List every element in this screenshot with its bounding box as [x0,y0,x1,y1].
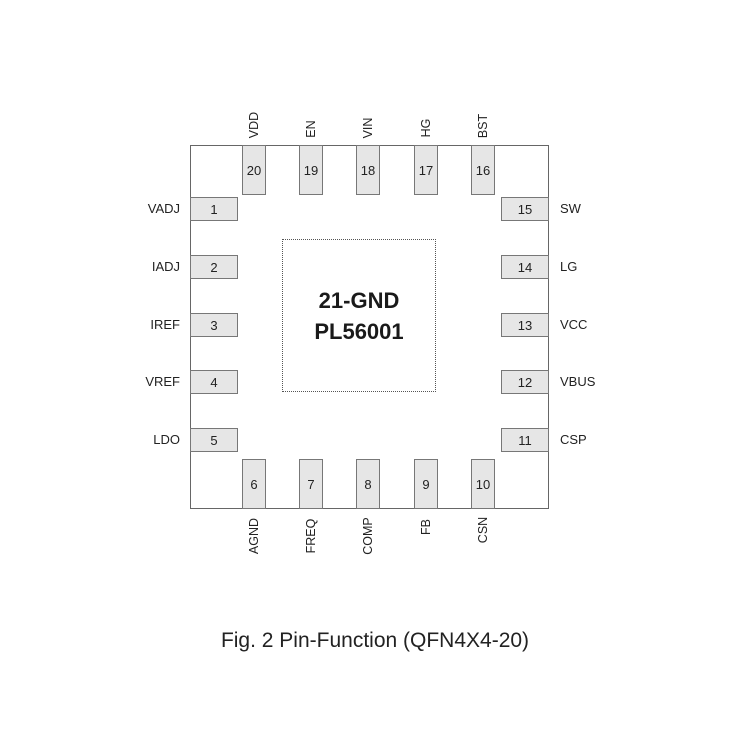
pin-14-label: LG [560,259,578,274]
pin-2-pad: 2 [190,255,238,279]
package-outline [190,145,549,509]
pin-7-pad: 7 [299,459,323,509]
pin-16-pad: 16 [471,145,495,195]
pin-1-pad: 1 [190,197,238,221]
epad-label-part: PL56001 [314,318,404,344]
pin-16-label: BST [476,113,490,139]
pin-4-pad: 4 [190,370,238,394]
pin-10-label: CSN [476,516,490,544]
pin-8-label: COMP [361,517,375,555]
pin-12-pad: 12 [501,370,549,394]
pin-11-label: CSP [560,432,587,447]
pin-18-label: VIN [361,117,375,139]
pin-9-label: FB [419,519,433,535]
pin-4-label: VREF [145,374,180,389]
epad-label-gnd: 21-GND [318,287,400,313]
pin-6-pad: 6 [242,459,266,509]
pin-15-label: SW [560,201,581,216]
pin-17-pad: 17 [414,145,438,195]
pin-20-label: VDD [247,111,261,139]
pin-14-pad: 14 [501,255,549,279]
pin-10-pad: 10 [471,459,495,509]
pin-7-label: FREQ [304,518,318,554]
pin-6-label: AGND [247,517,261,555]
pin-1-label: VADJ [147,201,180,216]
pin-9-pad: 9 [414,459,438,509]
pin-15-pad: 15 [501,197,549,221]
pin-11-pad: 11 [501,428,549,452]
pin-8-pad: 8 [356,459,380,509]
pin-5-pad: 5 [190,428,238,452]
pin-13-label: VCC [560,317,588,332]
pin-5-label: LDO [153,432,180,447]
pin-3-pad: 3 [190,313,238,337]
pin-20-pad: 20 [242,145,266,195]
figure-caption: Fig. 2 Pin-Function (QFN4X4-20) [220,629,530,652]
pin-19-label: EN [304,120,318,138]
exposed-pad: 21-GND PL56001 [282,239,436,392]
pin-19-pad: 19 [299,145,323,195]
pin-17-label: HG [419,118,433,138]
pin-2-label: IADJ [151,259,180,274]
pin-18-pad: 18 [356,145,380,195]
pin-13-pad: 13 [501,313,549,337]
pin-3-label: IREF [150,317,180,332]
pin-12-label: VBUS [560,374,596,389]
